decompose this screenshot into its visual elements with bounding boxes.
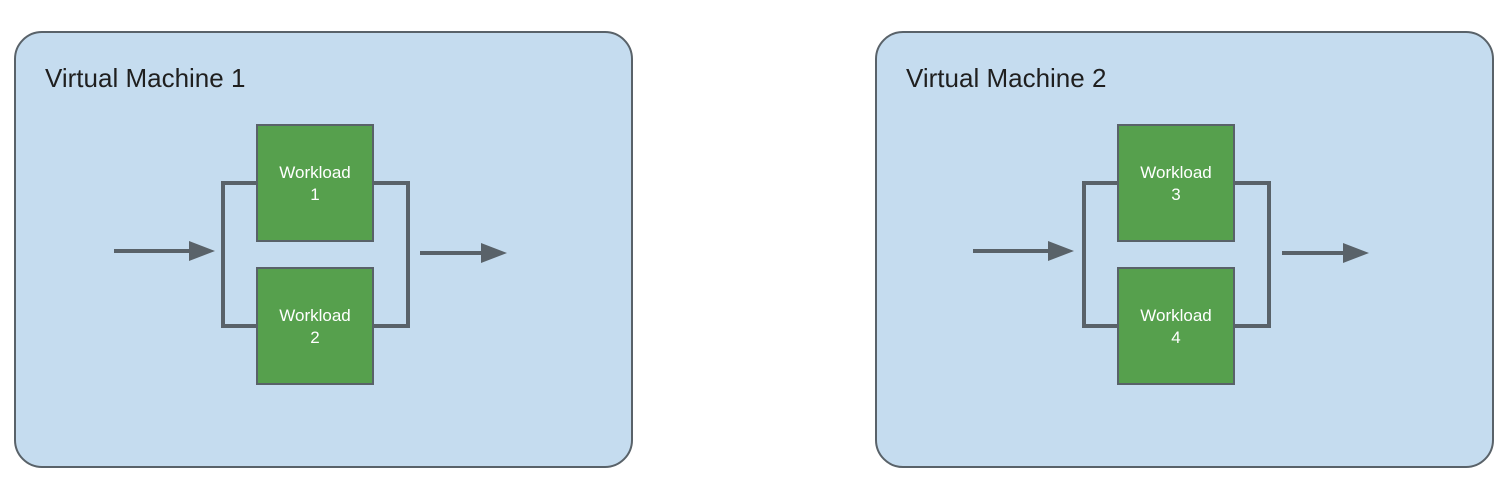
output-arrowhead: [481, 243, 507, 263]
input-arrowhead: [1048, 241, 1074, 261]
workload-4-box: Workload 4: [1117, 267, 1235, 385]
workload-1-box: Workload 1: [256, 124, 374, 242]
merge-bracket: [374, 181, 410, 328]
split-bracket: [1082, 181, 1117, 328]
vm-title: Virtual Machine 2: [906, 63, 1107, 93]
flow-connectors: [973, 181, 1369, 328]
workload-3-box: Workload 3: [1117, 124, 1235, 242]
virtual-machine-2: Virtual Machine 2 Workload 3 Workload 4: [875, 31, 1494, 468]
merge-bracket: [1235, 181, 1271, 328]
workload-2-box: Workload 2: [256, 267, 374, 385]
workload-label: Workload: [1140, 163, 1212, 182]
output-arrowhead: [1343, 243, 1369, 263]
workload-label: Workload: [1140, 306, 1212, 325]
workload-number: 4: [1171, 328, 1181, 347]
workload-number: 3: [1171, 185, 1181, 204]
workload-number: 2: [310, 328, 320, 347]
virtual-machine-1: Virtual Machine 1 Workload 1 Workload 2: [14, 31, 633, 468]
input-arrowhead: [189, 241, 215, 261]
workload-number: 1: [310, 185, 320, 204]
workload-label: Workload: [279, 163, 351, 182]
flow-connectors: [114, 181, 507, 328]
vm-title: Virtual Machine 1: [45, 63, 246, 93]
workload-label: Workload: [279, 306, 351, 325]
split-bracket: [221, 181, 256, 328]
